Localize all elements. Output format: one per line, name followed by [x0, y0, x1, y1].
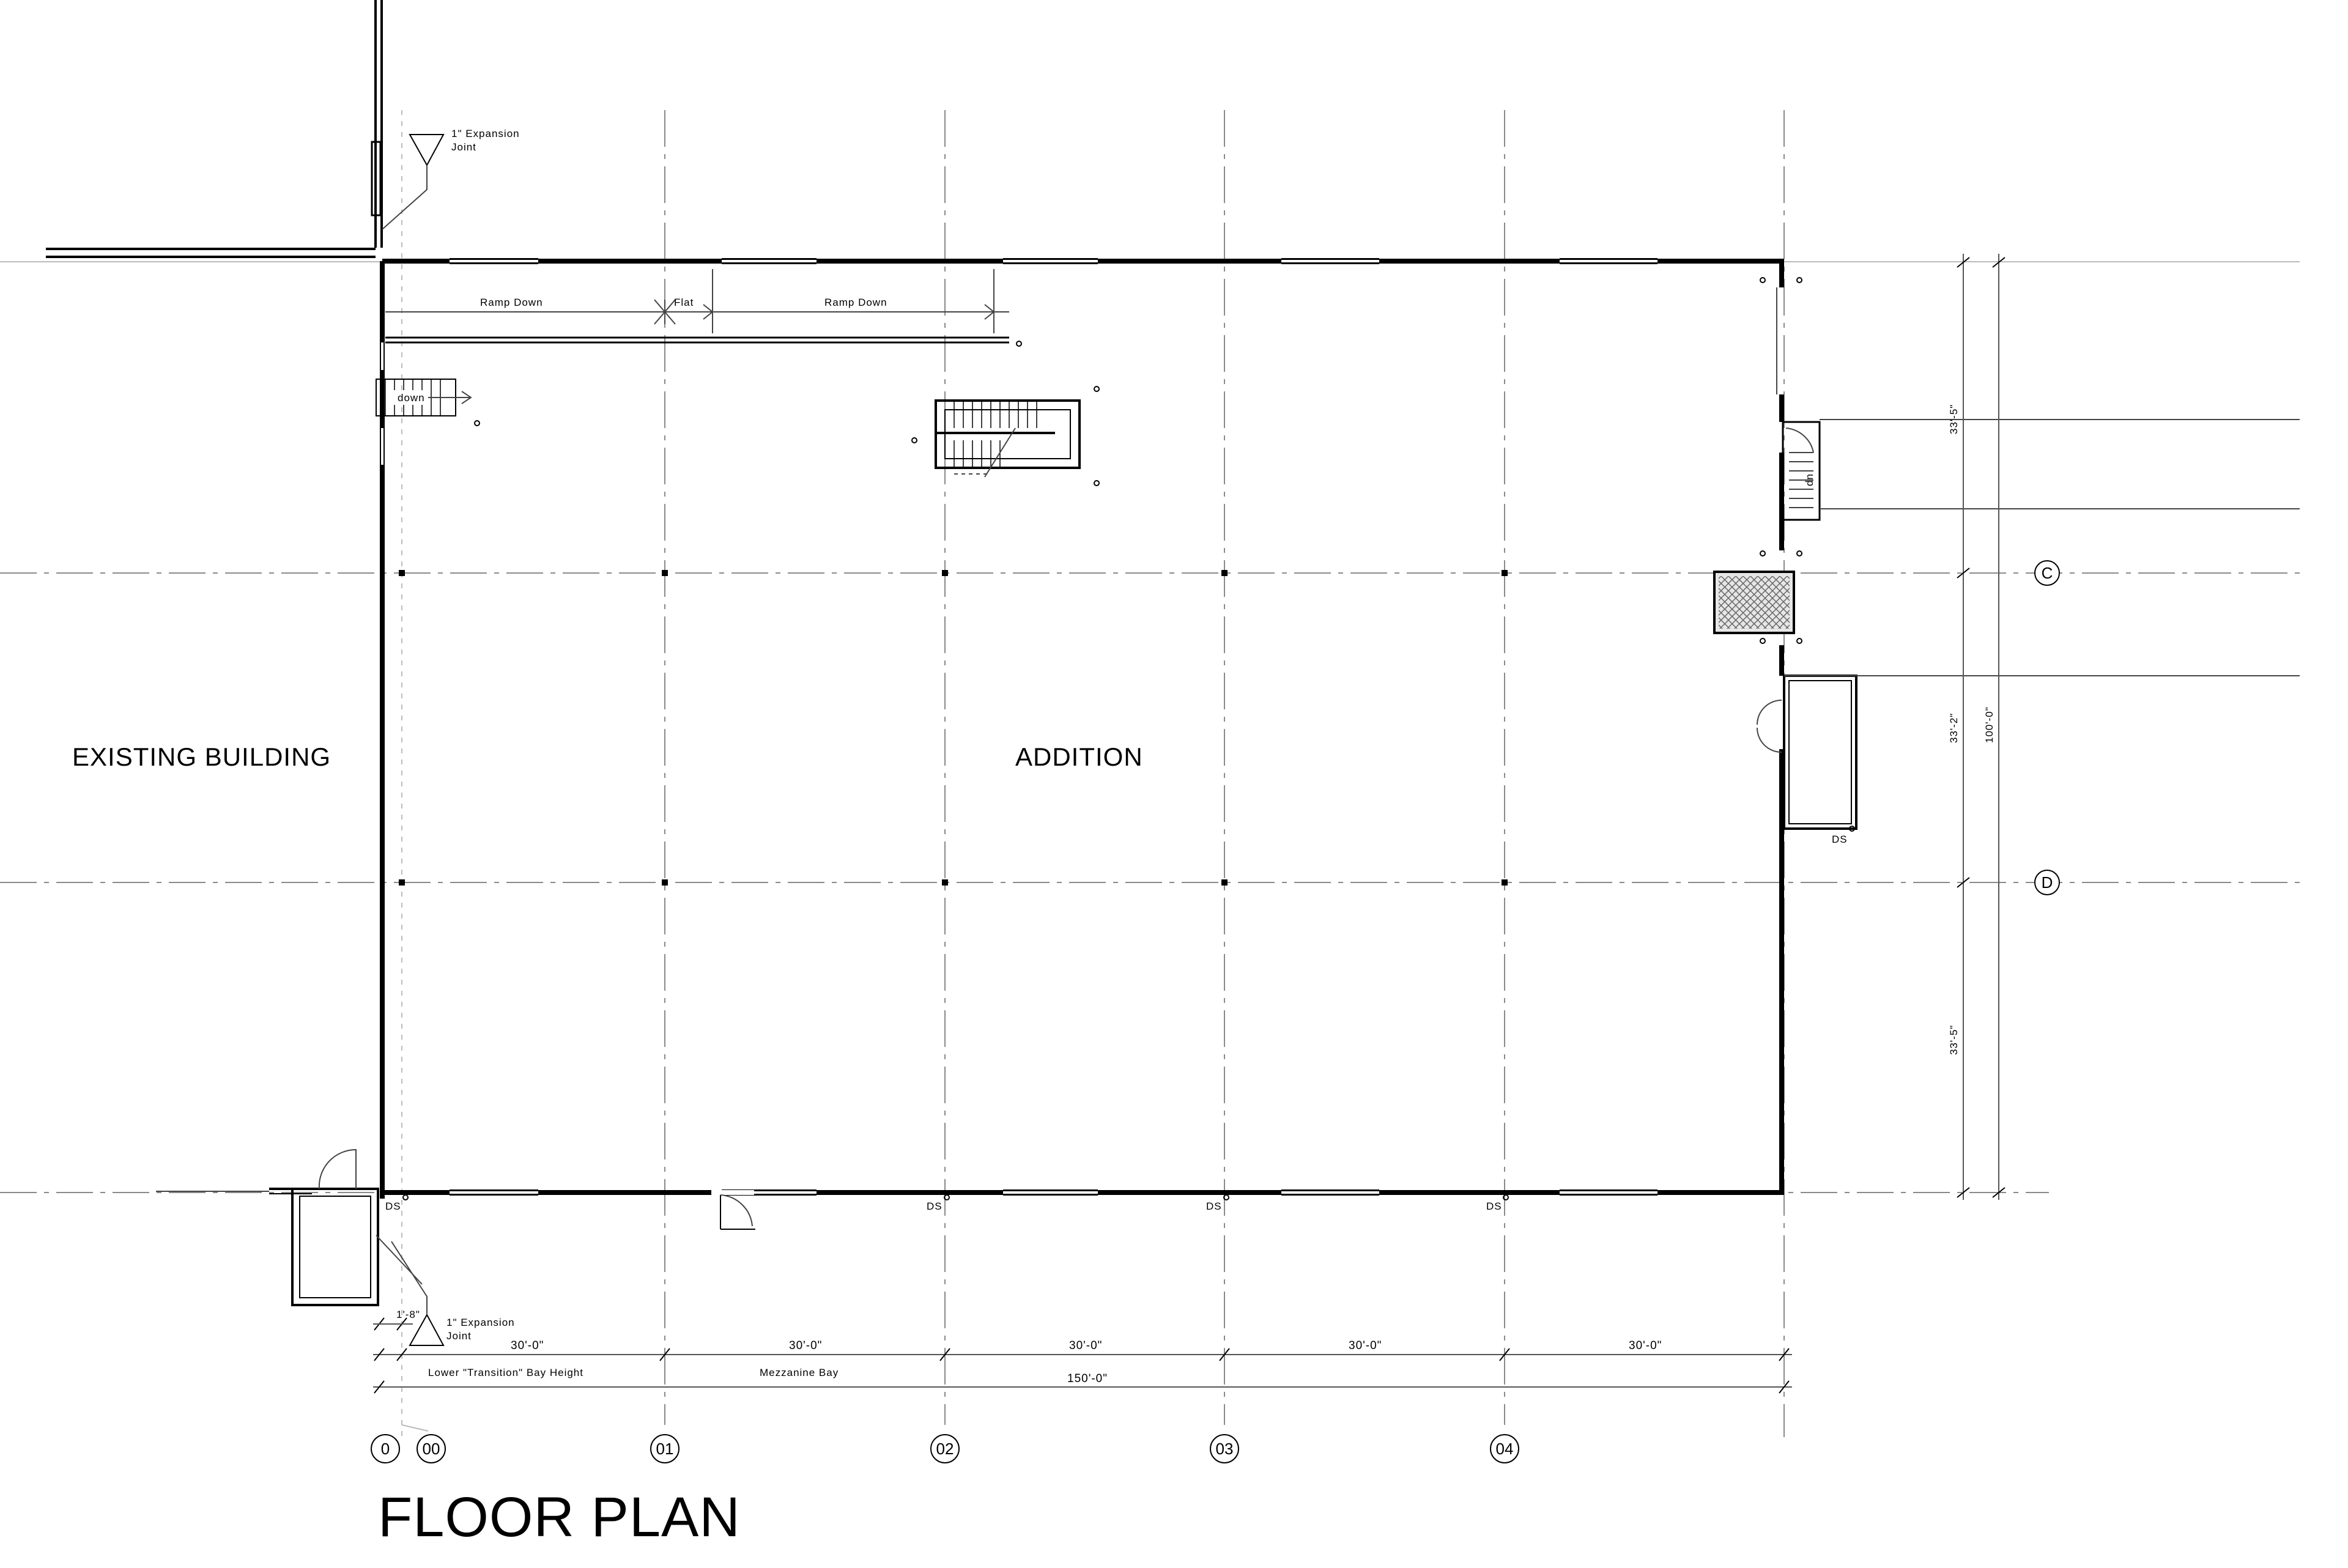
drawing-title: FLOOR PLAN [378, 1486, 741, 1548]
ds-label-5: DS [1832, 834, 1848, 845]
stair-east: up [1782, 421, 1821, 521]
grid-bubble-00: 00 [423, 1440, 440, 1458]
addition-walls [380, 258, 1784, 1230]
dim-30-d: 30'-0" [1349, 1339, 1382, 1352]
ds-label-2: DS [927, 1200, 943, 1212]
dim-30-b: 30'-0" [789, 1339, 822, 1352]
dim-30-a: 30'-0" [511, 1339, 544, 1352]
sw-vestibule [156, 1148, 423, 1306]
dim-1-8: 1'-8" [396, 1309, 420, 1320]
dim-100: 100'-0" [1983, 706, 1995, 743]
ramp: Ramp Down Flat Ramp Down [385, 269, 1009, 344]
existing-building-walls [46, 0, 383, 258]
joint-top-label-2: Joint [451, 141, 476, 153]
dim-30-c: 30'-0" [1069, 1339, 1102, 1352]
grid-bubble-0: 0 [381, 1440, 390, 1458]
grid-lines [0, 110, 2300, 1437]
grid-bubble-01: 01 [656, 1440, 674, 1458]
dim-30-e: 30'-0" [1629, 1339, 1662, 1352]
east-annex [1713, 419, 2300, 830]
expansion-joint-bottom: 1" Expansion Joint [391, 1241, 515, 1346]
ds-label-3: DS [1206, 1200, 1222, 1212]
stair-west: down [376, 379, 472, 416]
ramp-down-label-1: Ramp Down [480, 297, 543, 308]
stair-down-label: down [398, 392, 425, 404]
joint-top-label-1: 1" Expansion [451, 128, 520, 139]
columns [399, 570, 1508, 886]
stair-up-label: up [1805, 474, 1817, 487]
flat-label: Flat [674, 297, 694, 308]
grid-bubble-c: C [2042, 564, 2053, 582]
grid-bubble-03: 03 [1216, 1440, 1234, 1458]
ds-label-4: DS [1486, 1200, 1502, 1212]
dim-150: 150'-0" [1067, 1372, 1108, 1385]
grid-bubble-04: 04 [1496, 1440, 1514, 1458]
mezzanine-bay-label: Mezzanine Bay [760, 1367, 839, 1378]
grid-bubble-02: 02 [936, 1440, 954, 1458]
dim-33-2: 33'-2" [1948, 713, 1960, 743]
small-circles [402, 277, 1855, 1200]
existing-building-label: EXISTING BUILDING [72, 742, 331, 771]
grid-bubble-d: D [2042, 873, 2053, 892]
joint-bottom-label-1: 1" Expansion [446, 1317, 515, 1328]
addition-label: ADDITION [1015, 742, 1143, 771]
joint-bottom-label-2: Joint [446, 1330, 472, 1342]
lower-bay-label: Lower "Transition" Bay Height [428, 1367, 583, 1378]
dim-33-5-top: 33'-5" [1948, 404, 1960, 434]
right-dimensions: 33'-5" 33'-2" 33'-5" 100'-0" [1948, 254, 2005, 1200]
expansion-joint-top: 1" Expansion Joint [382, 128, 520, 230]
grid-bubbles: 0 00 01 02 03 04 C D [371, 560, 2060, 1463]
ds-label-1: DS [385, 1200, 401, 1212]
bottom-dimensions: 1'-8" 30'-0" 30'-0" 30'-0" 30'-0" 30'-0"… [373, 1309, 1792, 1394]
ramp-down-label-2: Ramp Down [824, 297, 887, 308]
dim-33-5-bot: 33'-5" [1948, 1025, 1960, 1055]
stair-center [935, 399, 1081, 478]
